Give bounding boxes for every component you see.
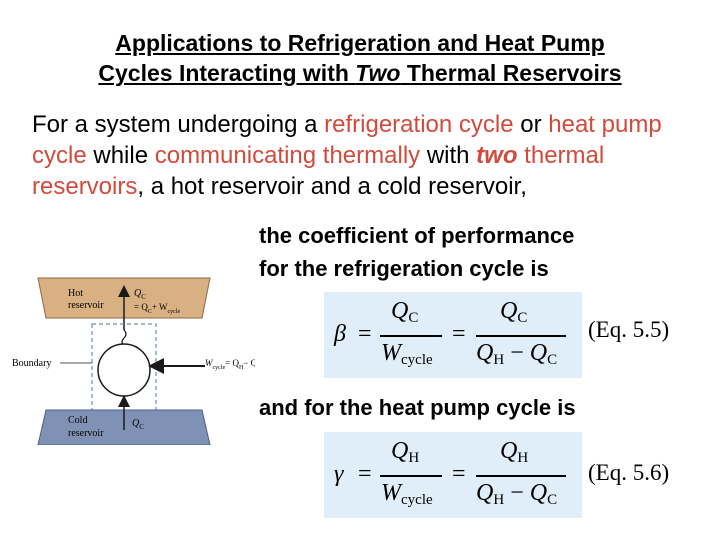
eq55-minus: − — [510, 340, 524, 366]
eq55-d2a: Q — [476, 340, 494, 366]
eq55-n1: Q — [391, 298, 409, 324]
intro-text: , a hot reservoir and a cold reservoir, — [137, 173, 527, 200]
eq56-fraction-bar-2 — [476, 475, 566, 477]
hot-heat-label: QC — [134, 288, 146, 301]
title-line-2-emphasis: Two — [355, 60, 401, 86]
system-boundary — [91, 323, 157, 417]
eq55-d1: W — [381, 340, 401, 366]
title-line-1: Applications to Refrigeration and Heat P… — [115, 30, 605, 56]
eq56-minus: − — [510, 480, 524, 506]
eq55-numerator-1: QC — [391, 298, 418, 327]
cop-line-1: the coefficient of performance — [259, 223, 575, 248]
eq55-d2b: Q — [529, 340, 548, 366]
cold-heat-label: QC — [132, 418, 144, 431]
eq56-n2-sub: H — [517, 450, 529, 466]
eq55-fraction-bar-1 — [380, 335, 442, 337]
eq56-equals-1: = — [358, 461, 372, 487]
eq55-numerator-2: QC — [500, 298, 527, 327]
hot-reservoir-label: Hot — [68, 288, 83, 299]
eq56-label: (Eq. 5.6) — [588, 460, 670, 486]
title-line-2-pre: Cycles Interacting with — [98, 60, 356, 86]
eq55-d2a-sub: H — [493, 352, 505, 368]
intro-text: with — [420, 142, 477, 169]
intro-text: or — [513, 111, 549, 138]
eq55-n1-sub: C — [408, 310, 419, 326]
eq56-n1-sub: H — [408, 450, 420, 466]
eq56-fraction-bar-1 — [380, 475, 442, 477]
eq56-n1: Q — [391, 438, 409, 464]
heat-pump-statement: and for the heat pump cycle is — [259, 395, 576, 420]
eq56-d2a-sub: H — [493, 492, 505, 508]
eq56-d2b-sub: C — [547, 492, 558, 508]
eq55-fraction-bar-2 — [476, 335, 566, 337]
intro-text: For a system undergoing a — [32, 111, 325, 138]
eq56-d1: W — [381, 480, 401, 506]
eq56-lhs: γ — [334, 461, 344, 487]
slide-title: Applications to Refrigeration and Heat P… — [0, 28, 720, 88]
eq56-equals-2: = — [452, 461, 466, 487]
eq55-denominator-1: Wcycle — [381, 340, 433, 369]
eq55-d1-sub: cycle — [401, 352, 433, 368]
work-label: Wcycle= QH− QC — [205, 358, 255, 371]
boundary-label: Boundary — [12, 358, 51, 369]
intro-highlight-refrigeration: refrigeration cycle — [324, 111, 514, 138]
intro-highlight-heat-pump: heat pump cycle — [32, 111, 662, 169]
eq56-numerator-1: QH — [391, 438, 419, 467]
title-line-2: Cycles Interacting with Two Thermal Rese… — [0, 58, 720, 88]
eq56-d1-sub: cycle — [401, 492, 433, 508]
eq55-n2-sub: C — [517, 310, 528, 326]
eq55-label: (Eq. 5.5) — [588, 317, 670, 343]
intro-highlight-reservoirs: thermal reservoirs — [32, 142, 605, 200]
equation-5-6: γ = QH Wcycle = QH QH − QC — [324, 432, 582, 518]
equation-5-5: β = QC Wcycle = QC QH − QC — [324, 292, 582, 378]
eq55-lhs: β — [334, 321, 346, 347]
eq56-denominator-2: QH − QC — [476, 480, 557, 509]
title-line-2-post: Thermal Reservoirs — [400, 60, 622, 86]
intro-highlight-two: two — [476, 142, 518, 169]
eq55-n2: Q — [500, 298, 518, 324]
refrigeration-cycle-diagram: Hot reservoir QC = QC+ Wcycle Boundary W… — [12, 277, 255, 445]
intro-text: while — [86, 142, 155, 169]
eq55-equals-1: = — [358, 321, 372, 347]
eq56-numerator-2: QH — [500, 438, 528, 467]
intro-paragraph: For a system undergoing a refrigeration … — [32, 109, 702, 202]
cop-line-2: for the refrigeration cycle is — [259, 256, 549, 281]
cold-reservoir-label: Cold — [68, 415, 87, 426]
hot-reservoir-label: reservoir — [68, 300, 104, 311]
eq56-denominator-1: Wcycle — [381, 480, 433, 509]
system-circle — [97, 343, 151, 397]
cold-reservoir-label: reservoir — [68, 428, 104, 439]
eq55-equals-2: = — [452, 321, 466, 347]
hot-heat-expr: = QC+ Wcycle — [134, 302, 181, 315]
eq56-d2b: Q — [529, 480, 548, 506]
eq56-d2a: Q — [476, 480, 494, 506]
eq55-d2b-sub: C — [547, 352, 558, 368]
intro-highlight-communicating: communicating thermally — [154, 142, 421, 169]
cop-statement: the coefficient of performance for the r… — [259, 219, 574, 285]
eq56-n2: Q — [500, 438, 518, 464]
eq55-denominator-2: QH − QC — [476, 340, 557, 369]
